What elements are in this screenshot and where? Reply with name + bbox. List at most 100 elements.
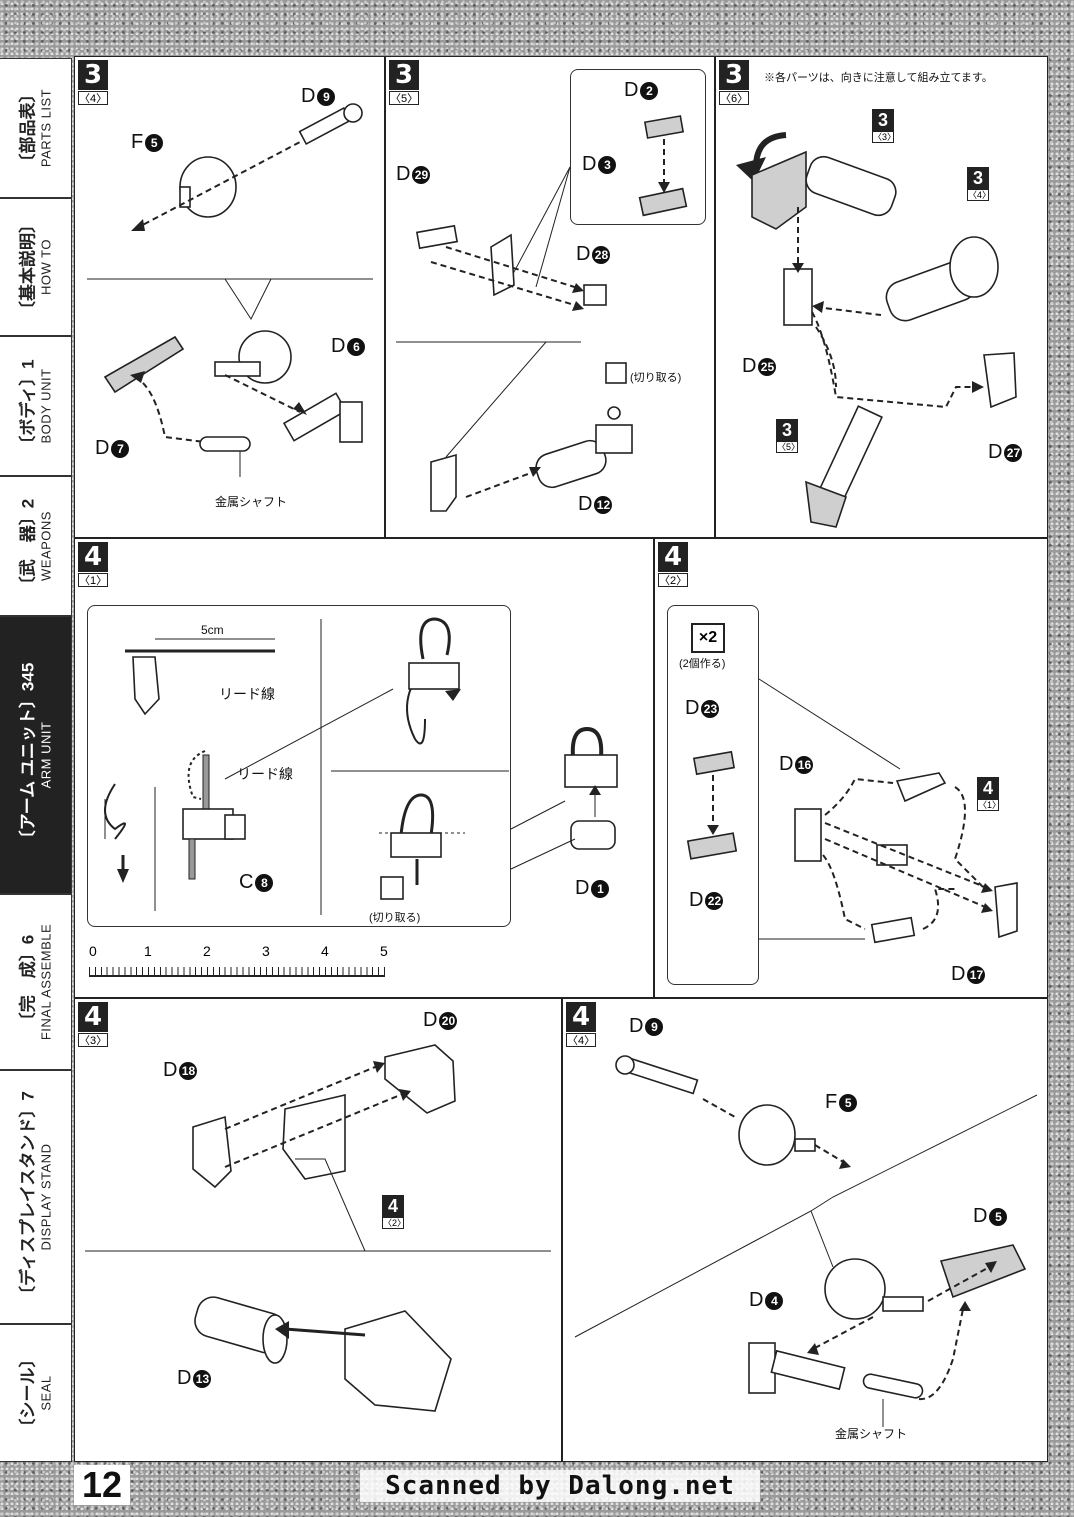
substep-label: 〈6〉 (719, 91, 749, 105)
step-number: 4 (78, 542, 108, 572)
label-cut: (切り取る) (630, 372, 682, 384)
step-3-4-diagram (87, 103, 373, 477)
tab-en: HOW TO (38, 239, 53, 295)
tab-en: PARTS LIST (38, 88, 53, 168)
label-letter: D (624, 79, 639, 101)
substep-label: 〈4〉 (78, 91, 108, 105)
instruction-inset (87, 605, 511, 927)
sidebar-tab-seal[interactable]: 〔シール〕SEAL (0, 1324, 72, 1462)
tab-en: ARM UNIT (38, 721, 53, 789)
label-lead-wire: リード線 (219, 686, 275, 702)
label-letter: D (396, 163, 411, 185)
substep-label: 〈4〉 (566, 1033, 596, 1047)
label-letter: F (825, 1091, 838, 1113)
label-letter: D (988, 441, 1003, 463)
label-letter: D (973, 1205, 988, 1227)
part-number-badge: 7 (111, 439, 130, 458)
label-letter: D (575, 877, 590, 899)
label-letter: D (689, 889, 704, 911)
sidebar-tab-parts-list[interactable]: 〔部品表〕PARTS LIST (0, 58, 72, 198)
length-label: 5cm (201, 623, 224, 637)
label-metal-shaft: 金属シャフト (835, 1427, 908, 1441)
part-number-badge: 5 (839, 1093, 858, 1112)
tab-jp: 〔シール〕 (18, 1350, 37, 1436)
label-letter: D (576, 243, 591, 265)
step-4-1-panel: 4 〈1〉 (74, 538, 654, 998)
ref-badge-sub: 〈5〉 (776, 441, 801, 453)
ruler-tick-label: 1 (144, 943, 152, 959)
part-number-badge: 13 (193, 1369, 212, 1388)
label-letter: D (578, 493, 593, 515)
substep-label: 〈3〉 (78, 1033, 108, 1047)
part-number-badge: 2 (640, 81, 659, 100)
step-4-1-diagram (104, 617, 618, 915)
step-4-3-diagram (85, 1044, 551, 1412)
part-number-badge: 9 (317, 87, 336, 106)
part-number-badge: 28 (592, 245, 611, 264)
step-3-6-panel: 3 〈6〉 ※各パーツは、向きに注意して組み立てます。 3 〈3〉 3 〈4〉 … (715, 56, 1048, 538)
part-number-badge: 1 (591, 879, 610, 898)
step-number: 4 (566, 1002, 596, 1032)
part-number-badge: 12 (594, 495, 613, 514)
ruler-tick-label: 0 (89, 943, 97, 959)
label-letter: D (749, 1289, 764, 1311)
step-3-6-diagram (736, 132, 1017, 528)
ref-badge-sub: 〈2〉 (382, 1217, 407, 1229)
label-letter: D (177, 1367, 192, 1389)
step-3-5-diagram (396, 115, 688, 512)
label-letter: F (131, 131, 144, 153)
tab-jp: 〔ディスプレイスタンド〕7 (18, 1091, 37, 1303)
step-4-2-diagram (686, 678, 1018, 944)
tab-en: DISPLAY STAND (38, 1143, 53, 1251)
scan-credit: Scanned by Dalong.net (360, 1470, 760, 1502)
part-number-badge: 22 (705, 891, 724, 910)
part-number-badge: 27 (1004, 443, 1023, 462)
substep-label: 〈1〉 (78, 573, 108, 587)
ref-badge-sub: 〈4〉 (967, 189, 992, 201)
label-letter: D (951, 963, 966, 985)
sidebar-tab-how-to[interactable]: 〔基本説明〕HOW TO (0, 198, 72, 336)
part-number-badge: 29 (412, 165, 431, 184)
part-number-badge: 9 (645, 1017, 664, 1036)
substep-label: 〈2〉 (658, 573, 688, 587)
tab-jp: 〔ボディ〕1 (18, 359, 37, 453)
label-letter: D (301, 85, 316, 107)
tab-en: FINAL ASSEMBLE (38, 923, 53, 1041)
label-letter: D (685, 697, 700, 719)
x2-badge: ×2 (691, 623, 725, 653)
part-number-badge: 23 (701, 699, 720, 718)
step-4-4-diagram (574, 1055, 1038, 1427)
substep-label: 〈5〉 (389, 91, 419, 105)
tab-jp: 〔武 器〕2 (18, 498, 37, 594)
ref-badge-sub: 〈1〉 (977, 799, 1002, 811)
step-number: 3 (389, 60, 419, 90)
part-number-badge: 5 (145, 133, 164, 152)
tab-jp: 〔完 成〕6 (18, 934, 37, 1030)
step-number: 4 (658, 542, 688, 572)
label-letter: D (742, 355, 757, 377)
step-number: 4 (78, 1002, 108, 1032)
